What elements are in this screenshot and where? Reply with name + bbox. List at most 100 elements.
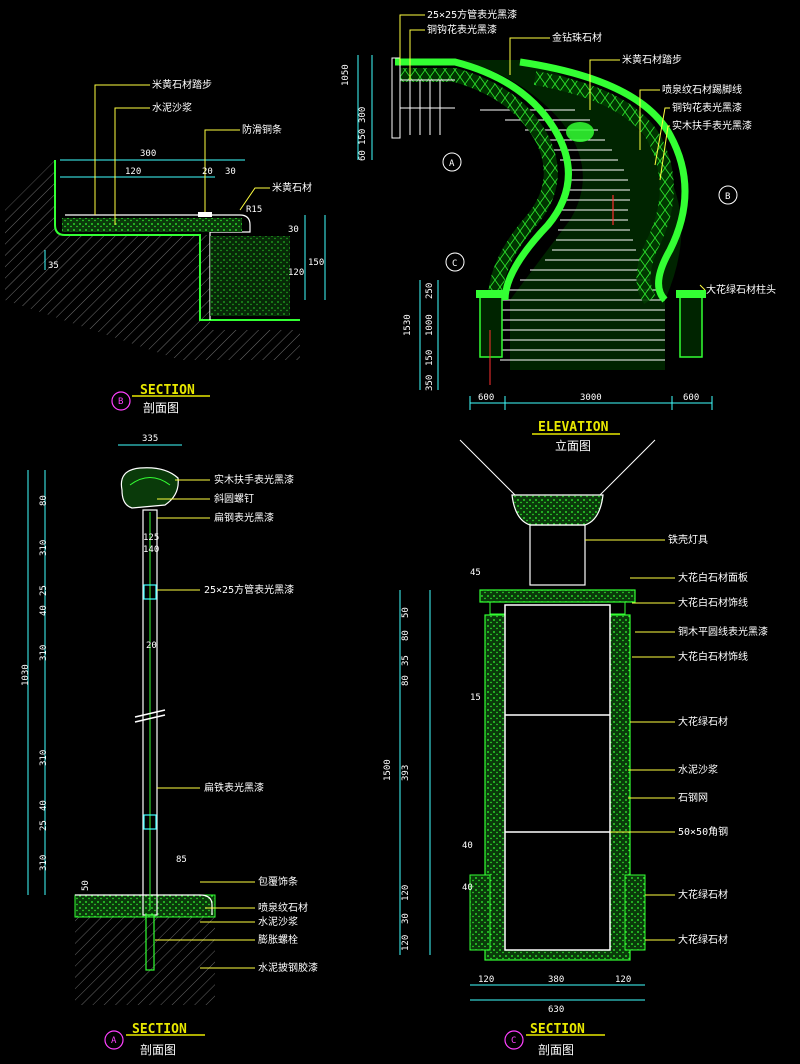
view-a-dim-310a: 310 [39, 540, 49, 556]
view-a-dim-40a: 40 [39, 605, 49, 616]
view-a-label-screw: 斜圆螺钉 [214, 492, 254, 505]
elevation-label-skirting: 喷泉纹石材踢脚线 [662, 83, 742, 96]
elevation-view: 600 3000 600 1050 300 150 60 250 1530 10… [341, 8, 776, 453]
view-a-leaders [155, 479, 255, 969]
view-a-dim-lines [27, 444, 182, 895]
elevation-right-handrail [519, 58, 689, 303]
elevation-label-post: 大花绿石材柱头 [706, 283, 776, 296]
view-b-marker-letter: B [118, 397, 123, 407]
view-c-post-core [504, 604, 611, 951]
elevation-dim-300: 300 [358, 107, 368, 123]
elevation-dim-3000: 3000 [580, 393, 602, 403]
view-a-dim-20: 20 [146, 641, 157, 651]
view-a-dim-125: 125 [143, 533, 159, 543]
view-c-marker-circle [504, 1030, 524, 1050]
elevation-dim-350: 350 [425, 375, 435, 391]
view-c-dim-120b: 120 [615, 975, 631, 985]
view-a-dim-total: 1030 [21, 664, 31, 686]
view-a-dim-50: 50 [81, 880, 91, 891]
view-a-label-stone: 喷泉纹石材 [258, 901, 308, 914]
elevation-leaders [399, 14, 706, 291]
view-c-section: 120 380 120 630 45 15 50 80 35 80 1500 3… [383, 439, 768, 1057]
elevation-dim-600a: 600 [478, 393, 494, 403]
view-c-label-panel: 大花白石材面板 [678, 571, 748, 584]
elevation-label-iron2: 铜钩花表光黑漆 [672, 101, 742, 114]
view-b-subtitle: 剖面图 [143, 401, 179, 415]
elevation-ornament [566, 122, 594, 142]
elevation-top-balustrade [391, 57, 455, 139]
view-b-leaders [94, 84, 270, 225]
view-c-label-angle: 50×50角钢 [678, 825, 728, 838]
view-b-label-antislip: 防滑铜条 [242, 123, 282, 136]
view-c-dim-45: 45 [470, 568, 481, 578]
view-b-dim-120: 120 [125, 167, 141, 177]
view-b-section: 米黄石材踏步 水泥沙浆 防滑铜条 米黄石材 300 120 20 30 R15 … [5, 78, 326, 415]
elevation-dim-lines [357, 55, 713, 410]
elevation-title: ELEVATION [538, 420, 609, 435]
view-c-label-green3: 大花绿石材 [678, 933, 728, 946]
view-b-dim-300: 300 [140, 149, 156, 159]
view-c-marker-letter: C [511, 1036, 516, 1046]
view-c-dim-1500: 1500 [383, 759, 393, 781]
view-c-dim-40b: 40 [462, 883, 473, 893]
view-a-dim-85: 85 [176, 855, 187, 865]
view-b-dim-20: 20 [202, 167, 213, 177]
elevation-dim-150: 150 [358, 129, 368, 145]
view-c-lamp-capital [511, 494, 604, 526]
elevation-dim-250: 250 [425, 283, 435, 299]
view-a-label-handrail: 实木扶手表光黑漆 [214, 473, 294, 486]
view-a-dim-335: 335 [142, 434, 158, 444]
elevation-dim-1000: 1000 [425, 314, 435, 336]
view-a-dim-310b: 310 [39, 645, 49, 661]
view-c-label-trim1: 大花白石材饰线 [678, 596, 748, 609]
view-c-leaders [585, 539, 675, 941]
view-c-dim-80: 80 [401, 630, 411, 641]
view-b-tread-stone [65, 214, 251, 320]
view-c-cap-panel [479, 589, 636, 603]
view-a-dim-80: 80 [39, 495, 49, 506]
view-a-dim-310c: 310 [39, 750, 49, 766]
view-c-label-green1: 大花绿石材 [678, 715, 728, 728]
elevation-subtitle: 立面图 [555, 438, 591, 453]
view-a-dim-25b: 25 [39, 820, 49, 831]
elevation-dim-1050: 1050 [341, 64, 351, 86]
view-a-anchor-bolt [145, 914, 155, 971]
view-b-ground-hatch [5, 160, 300, 360]
view-c-dim-15: 15 [470, 693, 481, 703]
view-b-mortar-bed [62, 218, 242, 232]
view-a-subtitle: 剖面图 [140, 1043, 176, 1057]
view-c-dim-393: 393 [401, 765, 411, 781]
view-a-marker-circle [104, 1030, 124, 1050]
view-a-dim-310d: 310 [39, 855, 49, 871]
view-c-label-lamp: 铁壳灯具 [668, 533, 708, 546]
view-b-label-stone: 米黄石材 [272, 181, 312, 194]
view-b-dim-120b: 120 [288, 268, 304, 278]
elevation-dim-1500: 1530 [403, 314, 413, 336]
view-c-lamp-base [529, 524, 586, 586]
view-a-label-mortar: 水泥沙浆 [258, 915, 298, 928]
view-c-dim-120: 120 [401, 885, 411, 901]
view-a-ground-hatch [75, 905, 215, 1005]
view-a-label-tube: 25×25方管表光黑漆 [204, 583, 294, 596]
view-a-dim-40b: 40 [39, 800, 49, 811]
view-a-handrail [120, 467, 179, 509]
view-b-marker-circle [111, 391, 131, 411]
elevation-marker-b: B [725, 192, 730, 202]
view-c-dim-80b: 80 [401, 675, 411, 686]
view-c-dim-120a: 120 [478, 975, 494, 985]
view-c-dim-380: 380 [548, 975, 564, 985]
view-a-dim-140: 140 [143, 545, 159, 555]
view-a-title: SECTION [132, 1022, 187, 1037]
view-a-label-coat: 水泥披钢胶漆 [258, 961, 318, 974]
elevation-label-tread: 米黄石材踏步 [622, 53, 682, 66]
view-c-label-mortar: 水泥沙浆 [678, 763, 718, 776]
view-c-label-mesh: 石钢网 [678, 791, 708, 804]
elevation-label-tube: 25×25方管表光黑漆 [427, 8, 517, 21]
elevation-label-handrail: 实木扶手表光黑漆 [672, 119, 752, 132]
view-c-dim-30: 30 [401, 913, 411, 924]
view-a-label-trim: 包覆饰条 [258, 875, 298, 888]
view-b-dim-r: R15 [246, 205, 262, 215]
view-c-dim-35: 35 [401, 655, 411, 666]
